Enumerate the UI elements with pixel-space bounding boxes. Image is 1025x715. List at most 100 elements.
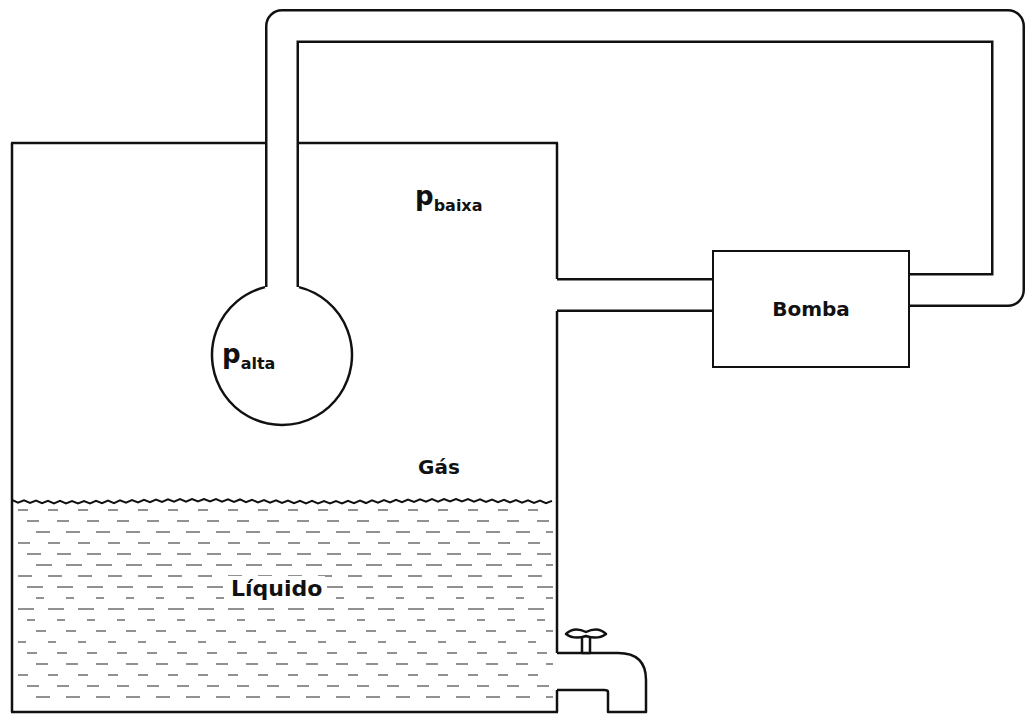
liquid-dash [366,531,380,532]
label-group: Líquido [228,576,325,601]
liquid-dash [108,641,116,642]
liquid-dash [66,531,80,532]
liquid-dash [456,597,464,598]
liquid-dash [546,663,553,664]
liquid-dash [288,641,296,642]
liquid-dash [438,509,448,510]
liquid-dash [408,575,422,576]
liquid-dash [168,608,184,609]
liquid-dash [177,553,191,554]
liquid-dash [288,542,300,543]
liquid-dash [486,597,494,598]
liquid-dash [477,652,487,653]
liquid-dash [408,641,416,642]
liquid-dash [348,674,358,675]
label-group: palta [222,339,275,369]
liquid-dash [57,520,69,521]
liquid-dash [18,674,28,675]
liquid-dashes [18,510,553,697]
liquid-dash [357,685,369,686]
liquid-dash [108,509,118,510]
liquid-dash [387,553,401,554]
liquid-dash [387,619,395,620]
liquid-dash [96,663,108,664]
liquid-dash [96,630,106,631]
liquid-dash [417,586,433,587]
pressure-sphere: palta [210,283,354,427]
liquid-dash [117,685,129,686]
liquid-dash [36,564,52,565]
liquid-dash [237,685,249,686]
liquid-dash [177,619,185,620]
liquid-dash [156,630,166,631]
liquid-dash [288,509,298,510]
liquid-dash [126,696,140,697]
liquid-dash [426,630,436,631]
liquid-dash [228,608,244,609]
liquid-dash [66,630,76,631]
liquid-dash [507,685,519,686]
liquid-dash [147,520,159,521]
liquid-dash [126,564,142,565]
liquid-dash [18,509,28,510]
liquid-dash [456,630,466,631]
liquid-dash [27,652,37,653]
liquid-dash [378,641,386,642]
liquid-dash [207,520,219,521]
liquid-dash [528,608,544,609]
pressure-symbol: p [415,181,434,211]
liquid-dash [96,597,104,598]
liquid-dash [396,564,412,565]
liquid-dash [258,542,270,543]
liquid-dash [516,564,532,565]
liquid-dash [438,575,452,576]
liquid-dash [156,696,170,697]
liquid-dash [138,575,152,576]
liquid-dash [27,586,43,587]
liquid-dash [147,619,155,620]
liquid-dash [507,520,519,521]
liquid-dash [186,531,200,532]
liquid-dash [78,674,88,675]
liquid-dash [177,520,189,521]
liquid-dash [486,564,502,565]
liquid-dash [546,564,553,565]
liquid-dash [327,652,337,653]
tank-wall [556,143,559,279]
liquid-dash [36,597,44,598]
liquid-dash [207,652,217,653]
liquid-dash [138,674,148,675]
liquid-dash [546,630,553,631]
liquid-dash [57,619,65,620]
liquid-dash [66,564,82,565]
liquid-dash [78,542,90,543]
liquid-dash [117,520,129,521]
faucet-handle [566,629,606,637]
liquid-dash [198,674,208,675]
liquid-dash [336,531,350,532]
liquid-dash [48,575,62,576]
liquid-dash [426,663,438,664]
liquid-dash [267,520,279,521]
liquid-dash [87,619,95,620]
liquid-dash [486,663,498,664]
liquid-dash [48,641,56,642]
liquid-dash [417,685,429,686]
liquid-dash [78,641,86,642]
liquid-dash [96,696,110,697]
liquid-dash [168,674,178,675]
liquid-dash [297,652,307,653]
liquid-dash [387,586,403,587]
liquid-dash [207,553,221,554]
liquid-dash [246,564,262,565]
liquid-dash [438,542,450,543]
liquid-dash [198,641,206,642]
liquid-dash [507,586,523,587]
tank-wall [556,690,559,712]
liquid-dash [18,575,32,576]
liquid-dash [528,641,536,642]
pressure-symbol: p [222,339,241,369]
liquid-dash [138,641,146,642]
liquid-dash [477,586,493,587]
liquid-dash [156,597,164,598]
